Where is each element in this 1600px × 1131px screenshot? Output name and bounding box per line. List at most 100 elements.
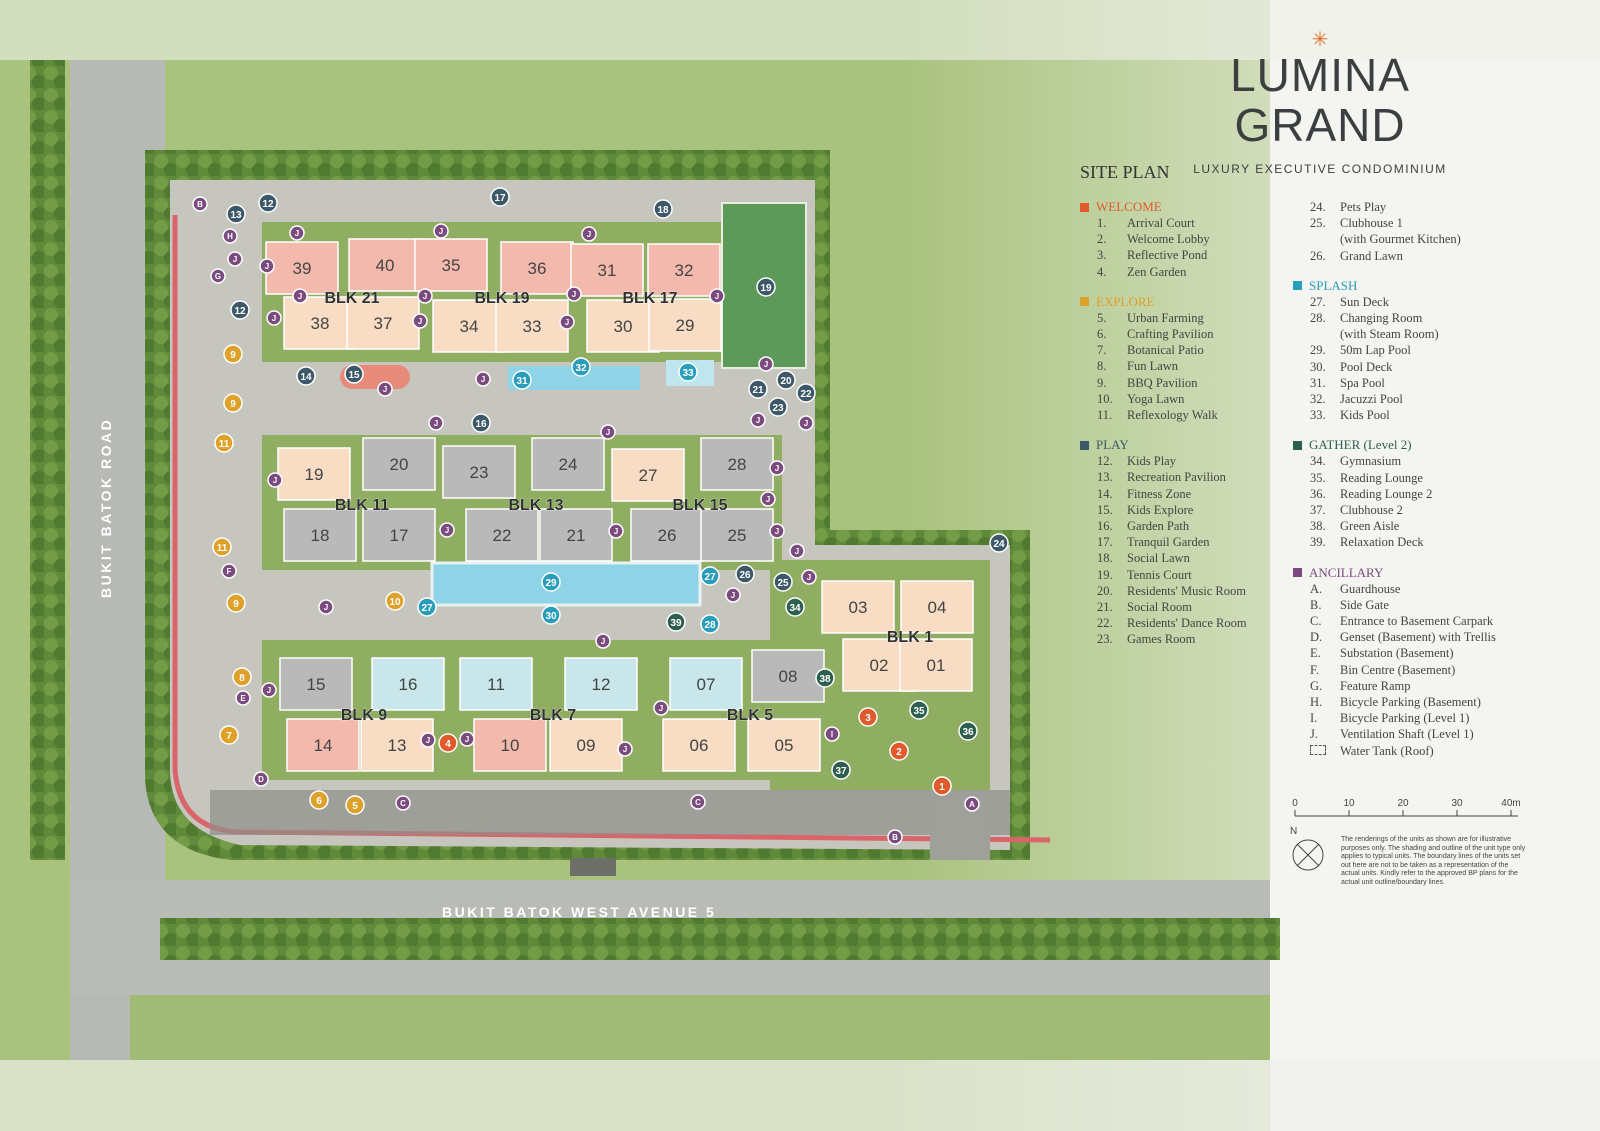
marker-play-19[interactable]: 19 — [756, 277, 776, 297]
legend-item-label: Welcome Lobby — [1127, 232, 1210, 247]
marker-ancillary-j[interactable]: J — [566, 286, 582, 302]
marker-play-25[interactable]: 25 — [773, 572, 793, 592]
marker-splash-33[interactable]: 33 — [678, 362, 698, 382]
marker-splash-30[interactable]: 30 — [541, 605, 561, 625]
marker-ancillary-j[interactable]: J — [725, 587, 741, 603]
marker-play-21[interactable]: 21 — [748, 379, 768, 399]
marker-ancillary-j[interactable]: J — [758, 356, 774, 372]
marker-ancillary-j[interactable]: J — [653, 700, 669, 716]
marker-ancillary-g[interactable]: G — [210, 268, 226, 284]
marker-splash-27[interactable]: 27 — [417, 597, 437, 617]
marker-splash-28[interactable]: 28 — [700, 614, 720, 634]
marker-ancillary-j[interactable]: J — [475, 371, 491, 387]
marker-explore-9[interactable]: 9 — [223, 344, 243, 364]
marker-ancillary-j[interactable]: J — [798, 415, 814, 431]
brand-tagline: LUXURY EXECUTIVE CONDOMINIUM — [1193, 162, 1447, 176]
marker-explore-10[interactable]: 10 — [385, 591, 405, 611]
marker-ancillary-j[interactable]: J — [769, 460, 785, 476]
marker-ancillary-j[interactable]: J — [789, 543, 805, 559]
marker-ancillary-j[interactable]: J — [420, 732, 436, 748]
marker-ancillary-f[interactable]: F — [221, 563, 237, 579]
marker-welcome-2[interactable]: 2 — [889, 741, 909, 761]
marker-ancillary-j[interactable]: J — [428, 415, 444, 431]
marker-explore-6[interactable]: 6 — [309, 790, 329, 810]
marker-ancillary-h[interactable]: H — [222, 228, 238, 244]
marker-splash-27[interactable]: 27 — [700, 566, 720, 586]
marker-gather-34[interactable]: 34 — [785, 597, 805, 617]
marker-ancillary-j[interactable]: J — [227, 251, 243, 267]
legend-item-label: Urban Farming — [1127, 310, 1204, 325]
marker-gather-35[interactable]: 35 — [909, 700, 929, 720]
marker-play-24[interactable]: 24 — [989, 533, 1009, 553]
marker-ancillary-j[interactable]: J — [459, 731, 475, 747]
marker-play-12[interactable]: 12 — [258, 193, 278, 213]
marker-ancillary-d[interactable]: D — [253, 771, 269, 787]
marker-splash-29[interactable]: 29 — [541, 572, 561, 592]
legend-item-label: Bin Centre (Basement) — [1340, 662, 1456, 677]
marker-play-23[interactable]: 23 — [768, 397, 788, 417]
brand-logo: ✳ LUMINA GRAND LUXURY EXECUTIVE CONDOMIN… — [1150, 30, 1490, 176]
marker-ancillary-j[interactable]: J — [377, 381, 393, 397]
marker-ancillary-b[interactable]: B — [192, 196, 208, 212]
marker-gather-39[interactable]: 39 — [666, 612, 686, 632]
marker-ancillary-j[interactable]: J — [801, 569, 817, 585]
marker-ancillary-b[interactable]: B — [887, 829, 903, 845]
marker-ancillary-j[interactable]: J — [600, 424, 616, 440]
marker-ancillary-j[interactable]: J — [261, 682, 277, 698]
marker-welcome-1[interactable]: 1 — [932, 776, 952, 796]
marker-explore-11[interactable]: 11 — [214, 433, 234, 453]
marker-splash-31[interactable]: 31 — [512, 370, 532, 390]
marker-ancillary-j[interactable]: J — [259, 258, 275, 274]
marker-explore-11[interactable]: 11 — [212, 537, 232, 557]
marker-ancillary-j[interactable]: J — [292, 288, 308, 304]
marker-welcome-4[interactable]: 4 — [438, 733, 458, 753]
marker-play-14[interactable]: 14 — [296, 366, 316, 386]
marker-play-22[interactable]: 22 — [796, 383, 816, 403]
marker-gather-37[interactable]: 37 — [831, 760, 851, 780]
marker-ancillary-j[interactable]: J — [266, 310, 282, 326]
legend-color-swatch — [1293, 440, 1302, 450]
marker-ancillary-j[interactable]: J — [709, 288, 725, 304]
marker-play-26[interactable]: 26 — [735, 564, 755, 584]
marker-ancillary-j[interactable]: J — [750, 412, 766, 428]
marker-ancillary-c[interactable]: C — [690, 794, 706, 810]
marker-ancillary-j[interactable]: J — [559, 314, 575, 330]
marker-play-17[interactable]: 17 — [490, 187, 510, 207]
marker-explore-7[interactable]: 7 — [219, 725, 239, 745]
marker-gather-38[interactable]: 38 — [815, 668, 835, 688]
marker-ancillary-j[interactable]: J — [439, 522, 455, 538]
marker-ancillary-j[interactable]: J — [760, 491, 776, 507]
marker-splash-32[interactable]: 32 — [571, 357, 591, 377]
marker-ancillary-a[interactable]: A — [964, 796, 980, 812]
marker-ancillary-j[interactable]: J — [417, 288, 433, 304]
marker-play-20[interactable]: 20 — [776, 370, 796, 390]
legend-item-label: Spa Pool — [1340, 375, 1385, 390]
marker-explore-9[interactable]: 9 — [223, 393, 243, 413]
marker-ancillary-i[interactable]: I — [824, 726, 840, 742]
marker-explore-5[interactable]: 5 — [345, 795, 365, 815]
marker-ancillary-j[interactable]: J — [617, 741, 633, 757]
marker-ancillary-j[interactable]: J — [318, 599, 334, 615]
marker-explore-9[interactable]: 9 — [226, 593, 246, 613]
marker-play-18[interactable]: 18 — [653, 199, 673, 219]
marker-explore-8[interactable]: 8 — [232, 667, 252, 687]
marker-label: J — [434, 419, 438, 428]
marker-ancillary-j[interactable]: J — [769, 523, 785, 539]
marker-ancillary-j[interactable]: J — [289, 225, 305, 241]
marker-ancillary-j[interactable]: J — [595, 633, 611, 649]
marker-ancillary-j[interactable]: J — [433, 223, 449, 239]
marker-label: 9 — [230, 399, 236, 410]
marker-ancillary-c[interactable]: C — [395, 795, 411, 811]
marker-ancillary-j[interactable]: J — [412, 313, 428, 329]
marker-gather-36[interactable]: 36 — [958, 721, 978, 741]
marker-play-12[interactable]: 12 — [230, 300, 250, 320]
marker-play-15[interactable]: 15 — [344, 364, 364, 384]
marker-welcome-3[interactable]: 3 — [858, 707, 878, 727]
marker-ancillary-j[interactable]: J — [608, 523, 624, 539]
legend-item-number: 16. — [1097, 519, 1113, 534]
marker-ancillary-e[interactable]: E — [235, 690, 251, 706]
marker-play-16[interactable]: 16 — [471, 413, 491, 433]
marker-ancillary-j[interactable]: J — [581, 226, 597, 242]
marker-ancillary-j[interactable]: J — [267, 472, 283, 488]
marker-play-13[interactable]: 13 — [226, 204, 246, 224]
